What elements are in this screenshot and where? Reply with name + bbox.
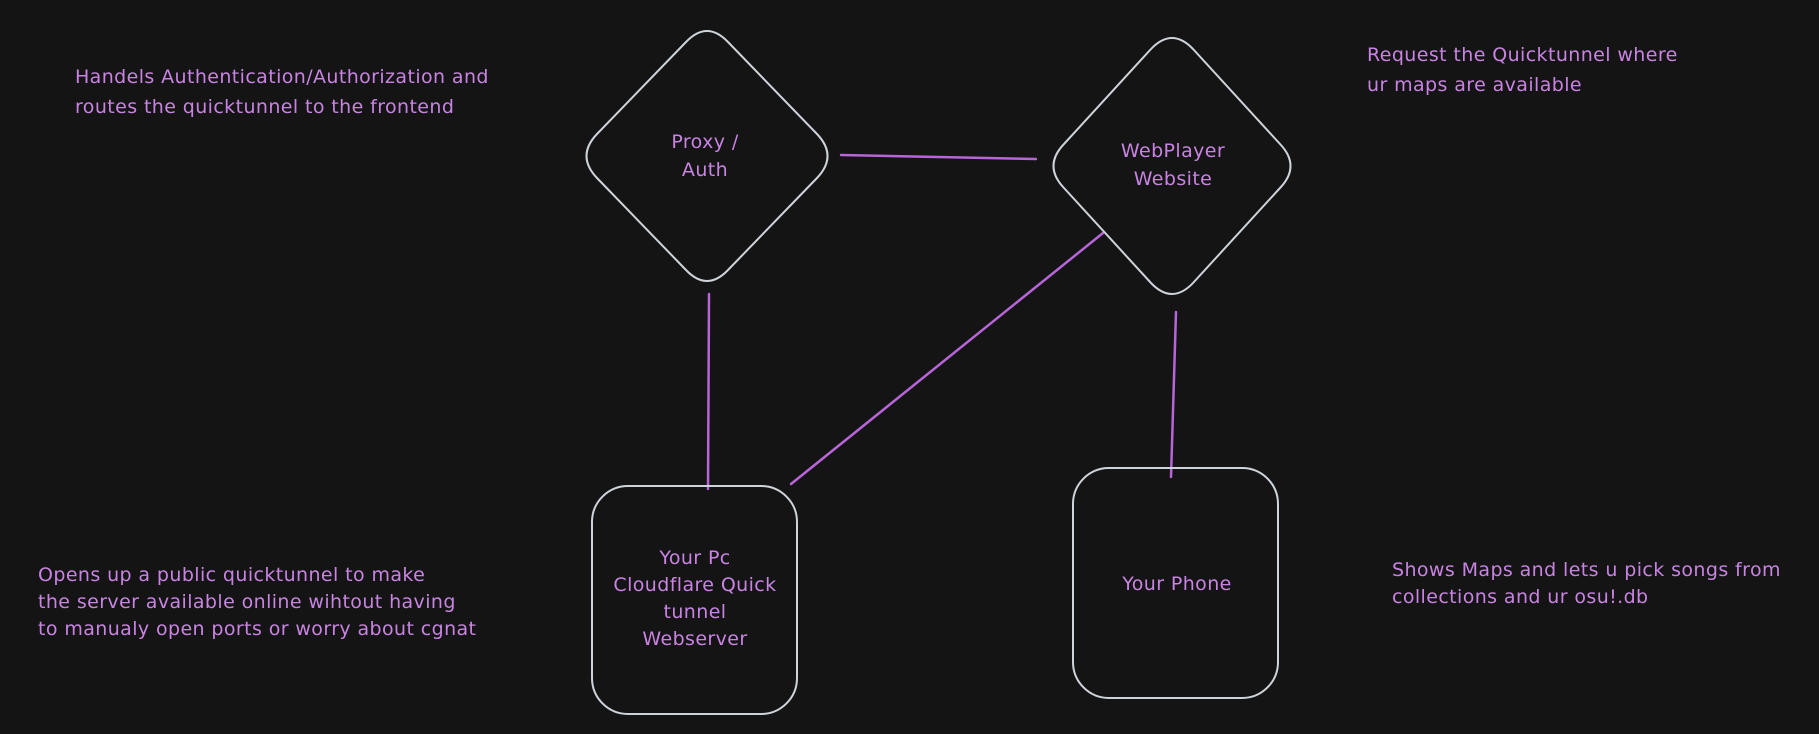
- edge-proxy-to-yourpc[interactable]: [706, 292, 711, 491]
- annotation-webplayer-note[interactable]: Request the Quicktunnel where ur maps ar…: [1367, 44, 1678, 96]
- webplayer-website-node-label[interactable]: WebPlayer Website: [1120, 140, 1226, 190]
- edge-proxy-to-webplayer[interactable]: [839, 153, 1038, 161]
- your-phone-node-shape[interactable]: [1072, 467, 1279, 699]
- proxy-auth-node-shape[interactable]: [585, 30, 829, 282]
- your-pc-node-label[interactable]: Your Pc Cloudflare Quick tunnel Webserve…: [613, 547, 777, 650]
- proxy-auth-node-label[interactable]: Proxy / Auth: [671, 131, 739, 181]
- annotation-server-note[interactable]: Opens up a public quicktunnel to make th…: [38, 564, 477, 640]
- your-pc-node-shape[interactable]: [591, 485, 798, 715]
- edge-webplayer-to-yourphone[interactable]: [1169, 310, 1178, 479]
- annotation-phone-note[interactable]: Shows Maps and lets u pick songs from co…: [1392, 559, 1781, 608]
- your-phone-node-label[interactable]: Your Phone: [1122, 573, 1232, 595]
- webplayer-website-node-shape[interactable]: [1052, 37, 1292, 295]
- edge-webplayer-to-yourpc[interactable]: [789, 231, 1105, 486]
- annotation-proxy-note[interactable]: Handels Authentication/Authorization and…: [75, 66, 489, 118]
